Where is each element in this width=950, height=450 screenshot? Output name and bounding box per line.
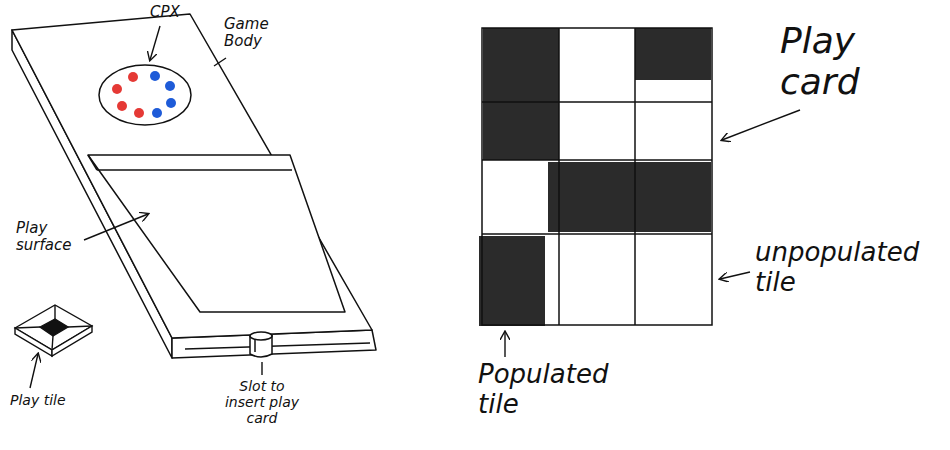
part-label: Play surface: [16, 220, 82, 255]
leader-lines: [30, 26, 800, 388]
part-label: Game Body: [224, 16, 279, 51]
tile-note: Populated tile: [478, 360, 638, 420]
part-label: Slot to insert play card: [220, 378, 304, 426]
led-dots: [112, 71, 176, 118]
play-tile: [15, 305, 92, 356]
part-label: Play tile: [10, 392, 100, 408]
title-note: Play card: [780, 20, 905, 103]
game-body: [12, 14, 376, 358]
tile-note: unpopulated tile: [755, 238, 930, 298]
cpx-board: [99, 65, 191, 125]
part-label: CPX: [150, 4, 200, 21]
play-card-grid: [479, 28, 712, 326]
